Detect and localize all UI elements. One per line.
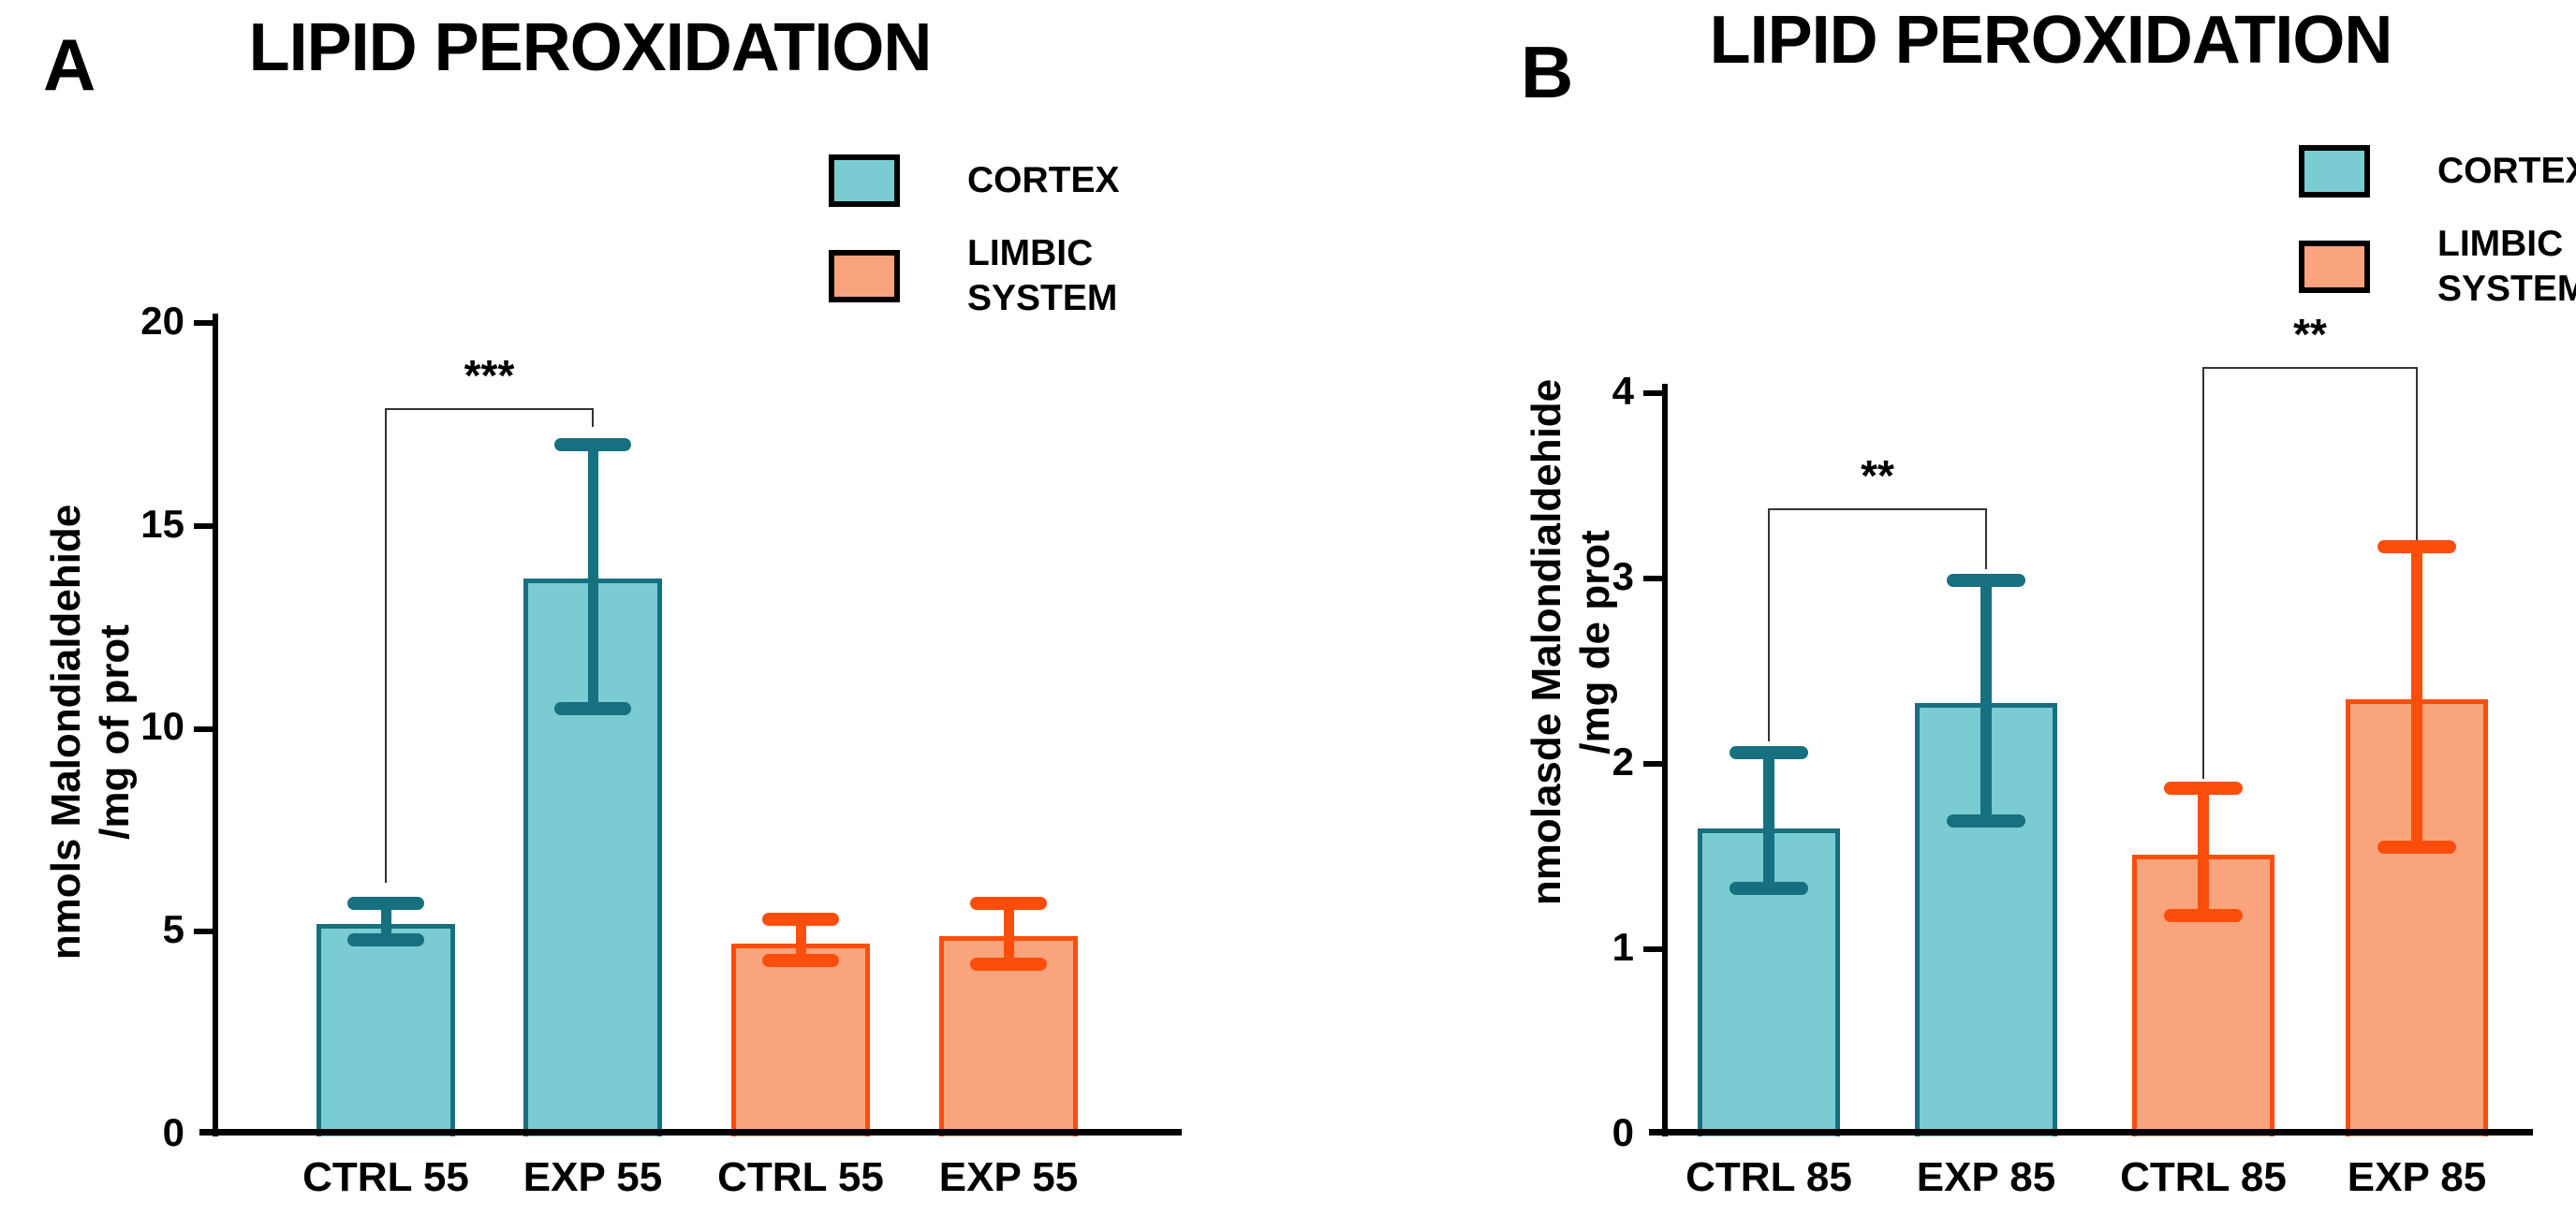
error-bar-cap-top xyxy=(762,913,839,927)
legend-a: CORTEX LIMBIC SYSTEM xyxy=(829,154,1120,344)
significance-bracket-right-leg xyxy=(2416,367,2418,564)
legend-label-limbic: LIMBIC SYSTEM xyxy=(2437,224,2576,309)
legend-item-cortex: CORTEX xyxy=(2299,145,2576,198)
error-bar-cap-top xyxy=(1730,746,1808,760)
y-tick-mark xyxy=(194,929,213,935)
y-axis-title: nmolasde Malondialdehide /mg de prot xyxy=(1524,378,1618,906)
error-bar-cap-bottom xyxy=(970,957,1047,971)
error-bar-line xyxy=(380,902,391,940)
x-tick-label: EXP 85 xyxy=(2347,1154,2487,1200)
error-bar-cap-bottom xyxy=(762,953,839,967)
y-tick-mark xyxy=(1643,946,1662,952)
significance-bracket-left-leg xyxy=(385,408,387,884)
error-bar-cap-top xyxy=(347,896,424,910)
legend-swatch-limbic-icon xyxy=(2299,240,2370,293)
significance-label: ** xyxy=(1861,450,1894,500)
y-tick-label: 15 xyxy=(140,501,184,546)
x-tick-label: CTRL 55 xyxy=(717,1154,884,1200)
y-tick-label: 20 xyxy=(140,298,184,343)
error-bar-line xyxy=(1763,753,1774,888)
legend-swatch-limbic-icon xyxy=(829,249,900,302)
significance-bracket-left-leg xyxy=(1768,507,1770,742)
y-tick-label: 2 xyxy=(1612,739,1634,784)
x-tick-label: EXP 55 xyxy=(523,1154,663,1200)
significance-bracket-right-leg xyxy=(1985,507,1987,570)
y-tick-label: 4 xyxy=(1612,368,1634,413)
legend-label-cortex: CORTEX xyxy=(967,160,1120,201)
error-bar-cap-bottom xyxy=(2377,841,2456,855)
error-bar-line xyxy=(2198,787,2209,916)
error-bar-line xyxy=(795,919,806,960)
legend-item-limbic: LIMBIC SYSTEM xyxy=(829,231,1120,320)
legend-b: CORTEX LIMBIC SYSTEM xyxy=(2299,145,2576,335)
error-bar-cap-top xyxy=(554,438,631,452)
y-tick-mark xyxy=(1643,390,1662,396)
error-bar-line xyxy=(1003,902,1014,964)
significance-label: ** xyxy=(2293,310,2327,359)
bar-ctrl-55-limbic xyxy=(731,944,870,1136)
y-tick-label: 1 xyxy=(1612,924,1634,969)
y-tick-mark xyxy=(194,320,213,326)
chart-title-b: LIPID PEROXIDATION xyxy=(1709,3,2393,78)
y-tick-mark xyxy=(1643,576,1662,581)
legend-swatch-cortex-icon xyxy=(2299,145,2370,198)
y-tick-label: 0 xyxy=(1612,1109,1634,1154)
y-tick-mark xyxy=(1643,761,1662,767)
error-bar-cap-bottom xyxy=(1730,881,1808,895)
error-bar-line xyxy=(1980,579,1992,822)
chart-title-a: LIPID PEROXIDATION xyxy=(248,10,933,85)
significance-bracket-left-leg xyxy=(2202,367,2204,779)
x-axis-line xyxy=(1649,1129,2533,1136)
y-tick-mark xyxy=(194,522,213,529)
x-tick-label: CTRL 85 xyxy=(1685,1154,1852,1200)
y-axis-line xyxy=(1662,384,1668,1136)
error-bar-line xyxy=(587,445,598,709)
legend-label-cortex: CORTEX xyxy=(2437,151,2576,192)
error-bar-cap-top xyxy=(2377,540,2456,554)
error-bar-cap-bottom xyxy=(347,932,424,946)
error-bar-cap-top xyxy=(1947,573,2025,587)
legend-item-cortex: CORTEX xyxy=(829,154,1120,207)
legend-item-limbic: LIMBIC SYSTEM xyxy=(2299,222,2576,311)
x-tick-label: EXP 55 xyxy=(938,1154,1079,1200)
legend-label-limbic: LIMBIC SYSTEM xyxy=(967,233,1118,318)
error-bar-cap-bottom xyxy=(1947,814,2025,828)
y-axis-line xyxy=(213,314,218,1136)
x-axis-line xyxy=(199,1129,1182,1136)
significance-bracket-right-leg xyxy=(592,408,594,427)
y-tick-label: 5 xyxy=(162,907,184,952)
significance-bracket-line xyxy=(385,408,594,411)
error-bar-cap-bottom xyxy=(554,701,631,715)
x-tick-label: EXP 85 xyxy=(1916,1154,2056,1200)
y-tick-mark xyxy=(194,725,213,732)
error-bar-cap-top xyxy=(2164,781,2243,795)
significance-bracket-line xyxy=(2202,367,2418,370)
y-tick-label: 3 xyxy=(1612,553,1634,598)
significance-bracket-line xyxy=(1768,507,1987,510)
error-bar-cap-bottom xyxy=(2164,909,2243,923)
x-tick-label: CTRL 55 xyxy=(302,1154,469,1200)
error-bar-cap-top xyxy=(970,896,1047,910)
panel-label-a: A xyxy=(43,23,96,106)
error-bar-line xyxy=(2411,547,2422,848)
y-tick-label: 10 xyxy=(140,704,184,749)
y-tick-label: 0 xyxy=(162,1109,184,1154)
x-tick-label: CTRL 85 xyxy=(2120,1154,2287,1200)
legend-swatch-cortex-icon xyxy=(829,154,900,207)
significance-label: *** xyxy=(464,351,515,401)
panel-label-b: B xyxy=(1521,31,1574,113)
